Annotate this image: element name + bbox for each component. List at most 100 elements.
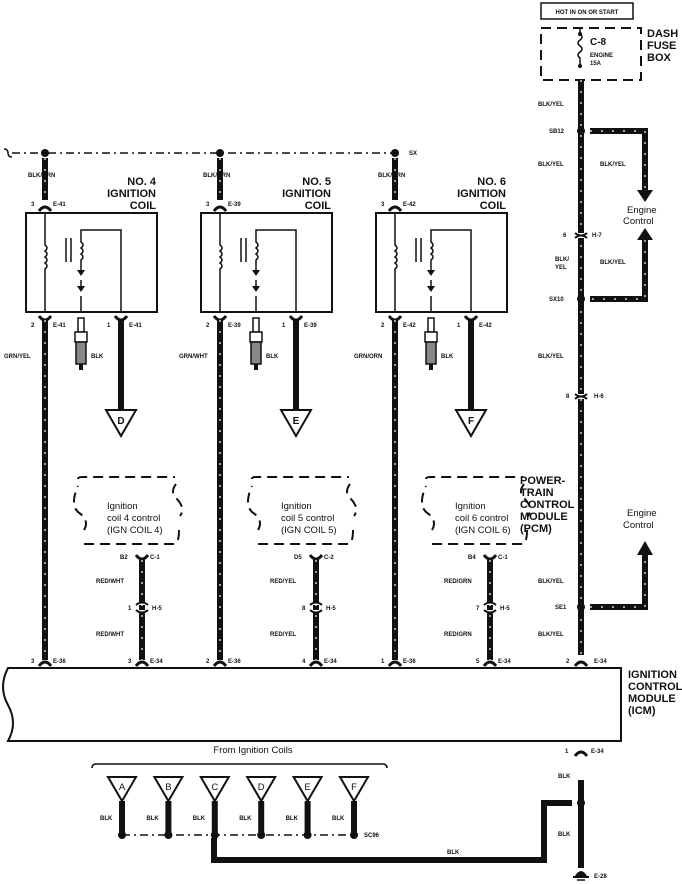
ground-wire-label: BLK — [146, 816, 159, 822]
feed-wire-label: BLK/ORN — [28, 173, 55, 179]
control-label-1: Ignition — [107, 501, 138, 512]
connector-label: E-34 — [498, 659, 511, 665]
feed-wire-label: BLK/YEL — [538, 632, 564, 638]
pin-label: B4 — [468, 555, 476, 561]
ground-ref-icon — [454, 409, 488, 439]
control-label-2: coil 6 control — [455, 513, 508, 524]
pcm-label-1: POWER- — [520, 475, 566, 487]
feed-wire-label-blk: BLK/ — [555, 257, 569, 263]
ground-ref-icon — [245, 776, 277, 803]
pcm-label-5: (PCM) — [520, 523, 552, 535]
splice-dot — [216, 149, 224, 157]
fuse-box-label-2: FUSE — [647, 40, 676, 52]
connector-pin: 6 — [563, 233, 567, 239]
connector-label: E-36 — [228, 659, 241, 665]
splice-dot — [391, 149, 399, 157]
splice-dot — [41, 149, 49, 157]
connector-label: E-36 — [53, 659, 66, 665]
ground-ref-letter: C — [211, 782, 218, 793]
connector-id: H-7 — [592, 233, 602, 239]
pcm-label-2: TRAIN — [520, 487, 554, 499]
connector-label: E-42 — [403, 202, 416, 208]
ground-wire-label: BLK — [332, 816, 345, 822]
coil-title: IGNITION — [457, 188, 506, 200]
pin-label: 3 — [381, 202, 385, 208]
connector-id: E-34 — [594, 659, 607, 665]
connector-h5-icon — [483, 601, 497, 614]
pin-label: 3 — [31, 659, 35, 665]
spark-plug-icon — [424, 317, 438, 370]
control-wire-label: RED/YEL — [270, 579, 296, 585]
fuse-icon — [577, 28, 583, 64]
connector-id: H-6 — [594, 394, 604, 400]
pin-label: 1 — [457, 323, 461, 329]
control-label-2: coil 5 control — [281, 513, 334, 524]
ground-ref-icon — [338, 776, 370, 803]
control-label-1: Ignition — [455, 501, 486, 512]
connector-label: H-5 — [326, 606, 336, 612]
secondary-winding-icon — [79, 229, 122, 312]
ground-wire-label: BLK — [266, 354, 279, 360]
engine-control-label-1: Engine — [627, 205, 657, 216]
fuse-box-label-3: BOX — [647, 52, 672, 64]
coil-box — [200, 212, 333, 313]
pcm-label-3: CONTROL — [520, 499, 575, 511]
break-icon — [3, 148, 13, 158]
splice-dot — [210, 831, 219, 839]
fuse-rating: 15A — [590, 61, 602, 67]
connector-label: E-34 — [324, 659, 337, 665]
pin-label: 3 — [128, 659, 132, 665]
zener-icon — [77, 286, 85, 292]
connector-label: E-36 — [403, 659, 416, 665]
pcm-box — [421, 476, 532, 545]
primary-winding-icon — [218, 213, 223, 312]
coil-title: COIL — [130, 200, 157, 212]
control-label-3: (IGN COIL 6) — [455, 525, 511, 536]
connector-label: E-41 — [53, 323, 66, 329]
connector-label: H-5 — [500, 606, 510, 612]
ground-wire-label: BLK — [558, 774, 571, 780]
spark-plug-icon — [74, 317, 88, 370]
splice-sb12 — [577, 127, 585, 135]
pin-label: 1 — [282, 323, 286, 329]
zener-icon — [427, 286, 435, 292]
connector-label: C-2 — [324, 555, 334, 561]
pcm-box — [73, 476, 184, 545]
signal-wire-label: GRN/WHT — [179, 354, 208, 360]
ground-wire-label: BLK — [286, 816, 299, 822]
pin-label: 1 — [107, 323, 111, 329]
pin-label: 2 — [381, 323, 385, 329]
ground-wire-label: BLK — [193, 816, 206, 822]
ground-wire-label: BLK — [239, 816, 252, 822]
connector-label: C-1 — [150, 555, 160, 561]
chassis-ground-icon — [573, 871, 589, 881]
primary-winding-icon — [43, 213, 48, 312]
control-wire-label: RED/GRN — [444, 579, 472, 585]
control-wire-label: RED/WHT — [96, 579, 124, 585]
diode-icon — [427, 270, 435, 276]
pcm-label-4: MODULE — [520, 511, 568, 523]
fuse-wire-label: BLK/YEL — [538, 102, 564, 108]
ground-ref-icon — [199, 776, 231, 803]
pin-label: 5 — [476, 659, 480, 665]
control-label-2: coil 4 control — [107, 513, 160, 524]
splice-dot — [164, 831, 173, 839]
pin-label: 1 — [128, 606, 132, 612]
splice-sx-label: SX — [409, 151, 417, 157]
connector-label: E-39 — [304, 323, 317, 329]
pin-label: 3 — [31, 202, 35, 208]
ground-wire-label: BLK — [447, 850, 460, 856]
connector-pin: 2 — [566, 659, 570, 665]
ground-wire-label: BLK — [441, 354, 454, 360]
ground-id: E-28 — [594, 874, 607, 880]
ground-ref-label: E — [293, 416, 300, 427]
ground-ref-letter: A — [119, 782, 126, 793]
pin-label: 8 — [302, 606, 306, 612]
spark-plug-icon — [249, 317, 263, 370]
